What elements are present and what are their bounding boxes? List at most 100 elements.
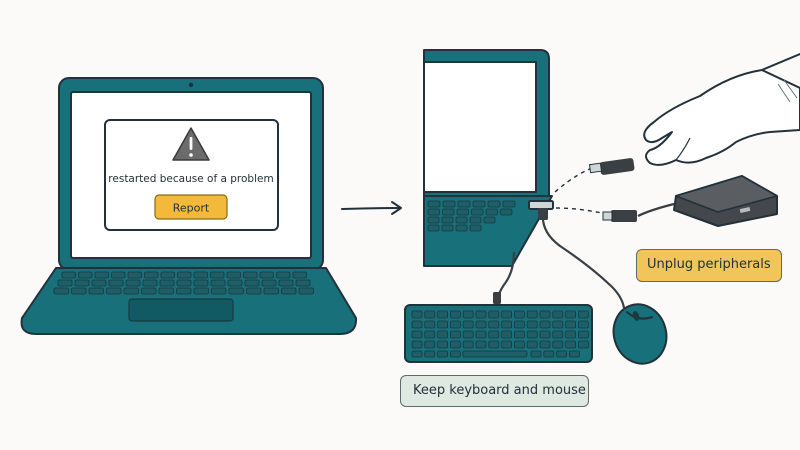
keyboard-key [411,320,423,329]
keyboard-key [500,208,513,216]
keyboard-key [471,208,484,216]
keyboard-key [441,216,454,224]
keyboard-key [475,330,487,339]
keyboard-key [469,216,482,224]
unplug-peripherals-label: Unplug peripherals [636,249,782,282]
keyboard-key [226,271,241,279]
right-arrow-icon [341,201,402,215]
mouse-cable [541,212,626,309]
keyboard-key [488,330,500,339]
warning-triangle-icon [172,127,210,161]
keyboard-key [227,279,243,287]
unplug-motion-line [554,165,599,193]
keyboard-key [565,340,576,349]
keyboard-key [278,279,294,287]
keyboard-key [514,310,525,319]
keyboard-key [158,287,174,295]
keep-keyboard-mouse-label: Keep keyboard and mouse [400,375,589,407]
keyboard-key [276,271,291,279]
external-keyboard [404,304,593,363]
keyboard-key [176,287,192,295]
left-laptop-keyboard [53,271,314,295]
keyboard-key [539,320,551,329]
crash-dialog: restarted because of a problem Report [104,119,279,231]
keyboard-key [475,340,487,349]
keyboard-key [292,271,307,279]
keyboard-key [427,224,440,232]
keyboard-key [243,271,258,279]
keyboard-key [159,279,175,287]
keyboard-key [462,320,474,329]
keyboard-key [526,330,538,339]
keyboard-key [485,208,498,216]
keyboard-key [552,310,564,319]
keyboard-key [144,271,159,279]
keyboard-key [193,287,209,295]
keyboard-key [437,320,449,329]
unplug-motion-line [555,207,607,215]
keyboard-key [427,208,440,216]
left-laptop: restarted because of a problem Report [20,77,358,335]
keyboard-key [411,330,423,339]
keyboard-key [475,310,487,319]
keyboard-key [298,287,314,295]
usb-hub [673,175,778,227]
hand-icon [643,53,800,166]
keyboard-key [526,340,538,349]
keyboard-key [578,320,589,329]
usb-plug-icon [602,210,637,222]
keyboard-key [552,330,564,339]
right-laptop-display [423,61,537,193]
keyboard-key [88,287,104,295]
keyboard-key [142,279,158,287]
keyboard-key [526,320,538,329]
keyboard-key [437,340,449,349]
keyboard-key [483,216,496,224]
keyboard-cable-plug [493,292,501,304]
keyboard-key [514,330,525,339]
keyboard-key [449,310,461,319]
keyboard-key [424,330,436,339]
keyboard-key [552,320,564,329]
keyboard-key [539,310,551,319]
keyboard-key [487,200,501,208]
keyboard-key [472,200,486,208]
keyboard-key [488,340,500,349]
keyboard-key [177,271,192,279]
keyboard-key [61,271,76,279]
keyboard-key [449,330,461,339]
keyboard-key [437,330,449,339]
keyboard-key [127,271,142,279]
keyboard-key [565,320,576,329]
keyboard-key [106,287,122,295]
keyboard-key [160,271,175,279]
keyboard-key [449,350,461,358]
mouse-cable-plug [538,208,548,220]
right-laptop [423,49,554,267]
keyboard-key [457,200,471,208]
keyboard-key [530,350,542,358]
keyboard-key [78,271,93,279]
keyboard-key [424,340,436,349]
keyboard-key [53,287,69,295]
report-button[interactable]: Report [154,194,228,220]
keyboard-key [539,340,551,349]
keyboard-key [424,320,436,329]
usb-port [528,200,554,210]
keyboard-key [210,279,226,287]
keyboard-key [411,340,423,349]
left-laptop-trackpad [128,298,234,322]
keyboard-key [176,279,192,287]
keyboard-key [578,310,589,319]
keyboard-key [543,350,555,358]
keyboard-key [246,287,262,295]
keyboard-key [424,350,436,358]
keyboard-key [502,200,516,208]
keyboard-key [71,287,87,295]
keyboard-key [449,340,461,349]
webcam-icon [188,82,194,88]
keyboard-key [263,287,279,295]
keyboard-key [111,271,126,279]
keyboard-key [514,320,525,329]
